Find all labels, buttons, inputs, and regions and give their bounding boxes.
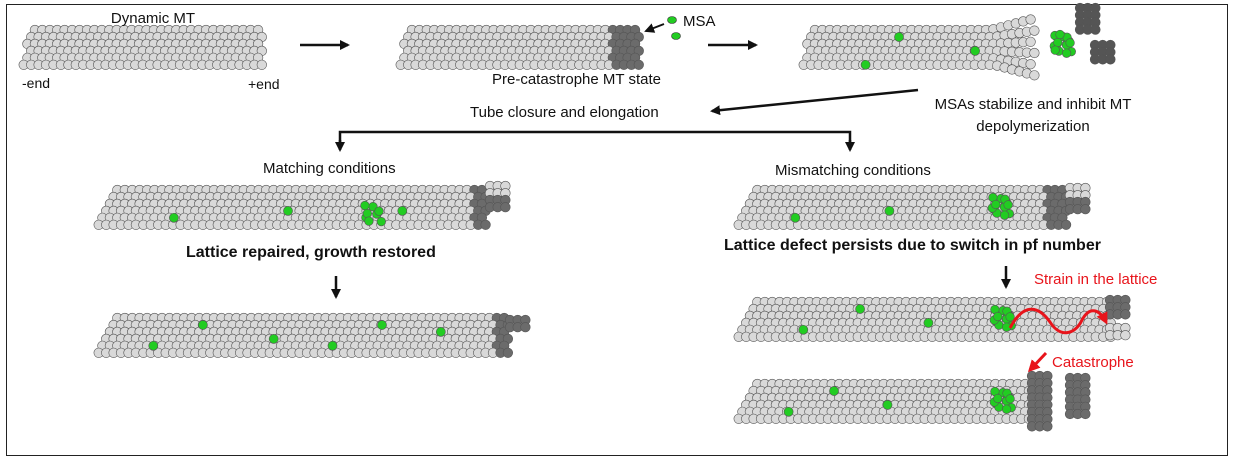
pre-catastrophe-mt [395,24,644,70]
tubulin-dimer [1025,36,1036,47]
free-msa-molecule [671,32,681,40]
msa-molecule [882,400,893,410]
tip-dimer [1042,421,1053,432]
msa-molecule [360,200,370,211]
msa-molecule [377,320,387,330]
msa-label: MSA [683,13,716,30]
tubulin-dimer [633,59,644,70]
branch-connector [338,130,852,147]
msa-molecule [1065,38,1075,48]
msa-molecule [374,206,384,216]
dynamic-mt [18,24,267,70]
msa-molecule [283,206,293,216]
msa-molecule [1061,48,1072,58]
tip-dimer [500,202,511,213]
msa-stabilized-mt [798,2,1116,81]
tubulin-dimer [1060,219,1072,230]
matching-mt [93,180,511,230]
msa-molecule [1055,29,1065,40]
tubulin-dimer [1029,47,1040,59]
msa-molecule [1003,200,1013,210]
matching-conditions-label: Matching conditions [263,160,396,177]
tubulin-dimer [256,59,267,70]
msa-molecule [376,216,386,227]
msa-molecule [783,406,794,417]
msa-molecule [999,210,1010,220]
tip-dimer [1120,309,1131,320]
msa-molecule [855,304,865,314]
depolymerization-label: depolymerization [976,118,1090,135]
msa-molecule [397,206,408,216]
tubulin-dimer [1029,70,1040,81]
plus-end-label: +end [248,76,280,92]
msa-molecule [1005,394,1015,404]
msa-molecule [362,208,372,219]
msa-binding-arrow [644,23,665,33]
msa-molecule [1005,312,1015,322]
figure-frame [6,4,1228,456]
tubulin-dimer [1025,59,1036,70]
msa-molecule [993,311,1003,322]
tubulin-dimer [480,219,491,230]
msa-molecule [148,340,159,351]
tip-dimer [1080,204,1091,215]
msa-molecule [860,59,871,70]
mismatching-conditions-label: Mismatching conditions [775,162,931,179]
catastrophe-arrow [1027,351,1048,373]
repaired-mt [93,312,531,358]
catastrophe-label: Catastrophe [1052,354,1134,371]
msa-molecule [894,32,904,42]
tip-dimer [1105,54,1116,65]
minus-end-label: -end [22,75,51,91]
msa-molecule [1050,45,1060,55]
msa-molecule [327,340,338,351]
pre-catastrophe-label: Pre-catastrophe MT state [492,71,661,88]
lattice-defect-label: Lattice defect persists due to switch in… [724,237,1101,254]
msa-molecule [790,212,801,223]
tip-dimer [520,322,531,333]
msa-molecule [884,206,895,216]
arrow-to-tube-closure [710,88,919,116]
msa-molecule [364,216,374,226]
dynamic-mt-label: Dynamic MT [110,10,196,27]
tubulin-dimer [1029,25,1040,36]
tubulin-dimer [502,347,514,358]
strained-mt [733,294,1131,342]
msa-molecule [169,212,179,223]
msa-molecule [829,386,839,396]
catastrophe-mt [733,370,1091,432]
msa-stabilize-label: MSAs stabilize and inhibit MT [934,96,1132,113]
microtubules [18,2,1131,432]
msa-molecule [198,320,208,330]
msa-molecule [923,318,934,328]
msa-molecule [268,334,279,344]
msa-molecule [991,199,1001,210]
tube-closure-label: Tube closure and elongation [470,104,659,121]
tip-dimer [1080,408,1091,420]
msa-molecule [970,46,980,56]
msa-molecule [435,327,446,337]
mismatching-mt [733,182,1091,230]
lattice-repaired-label: Lattice repaired, growth restored [186,244,436,261]
free-msa-molecule [667,16,677,24]
tubulin-dimer [1025,14,1036,25]
msa-molecule [993,393,1003,404]
tip-dimer [1120,330,1131,341]
msa-molecule [1001,404,1012,414]
msa-molecule [798,324,809,335]
tip-dimer [1090,24,1101,35]
strain-label: Strain in the lattice [1034,271,1158,288]
strain-wave-arrow [1008,307,1108,335]
